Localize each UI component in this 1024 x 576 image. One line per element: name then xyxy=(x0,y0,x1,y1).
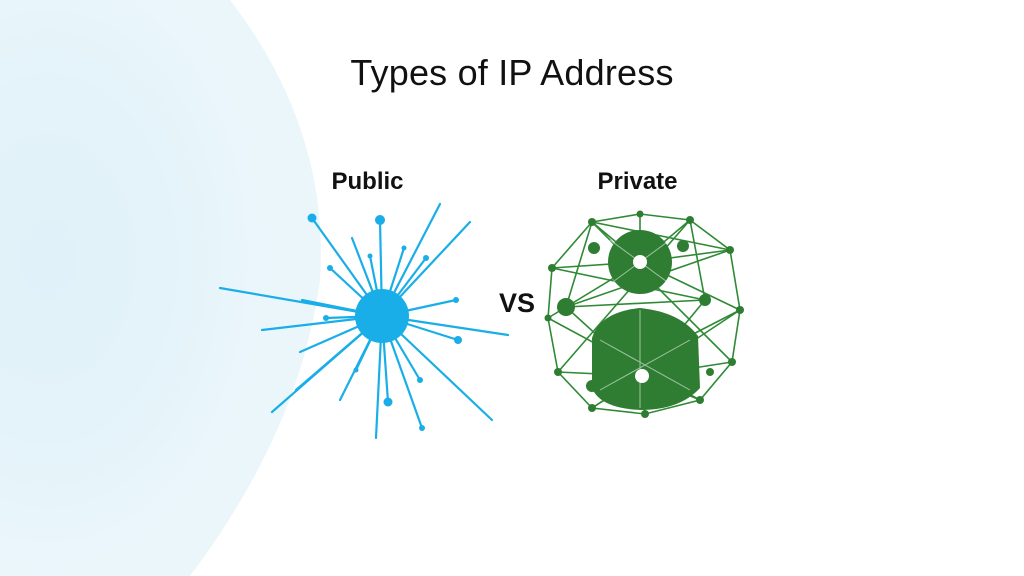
page-title: Types of IP Address xyxy=(350,52,674,93)
vs-label: VS xyxy=(498,288,536,318)
public-label: Public xyxy=(331,168,404,195)
private-label: Private xyxy=(597,168,678,195)
